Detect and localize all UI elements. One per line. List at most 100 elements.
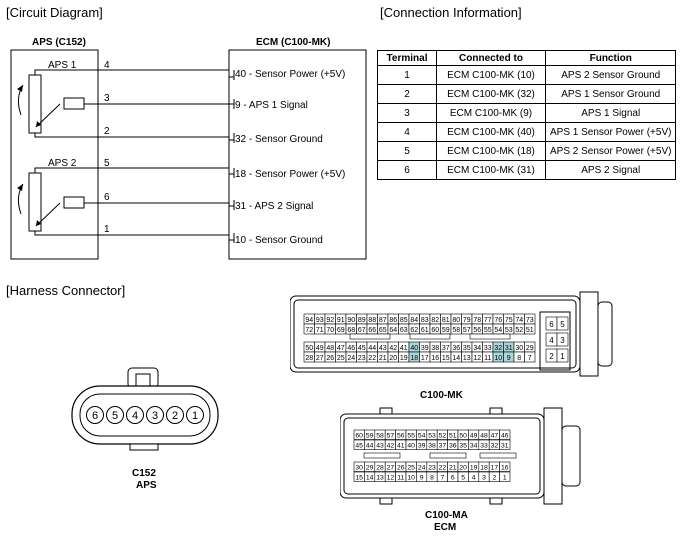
mk-pin-label: 60 (431, 327, 439, 334)
mk-pin-label: 64 (389, 327, 397, 334)
ma-pin-label: 11 (397, 475, 404, 482)
ma-pin-label: 12 (387, 475, 395, 482)
aps-pin-5: 5 (104, 158, 110, 169)
mk-pin-label: 66 (368, 327, 376, 334)
ma-pin-label: 23 (428, 465, 436, 472)
mk-pin-label: 67 (358, 327, 366, 334)
table-header: Connected to (436, 50, 546, 66)
ma-pin-label: 57 (387, 433, 395, 440)
aps-pin-2: 2 (104, 126, 110, 137)
mk-pin-label: 68 (347, 327, 355, 334)
mk-pin-label: 52 (515, 327, 523, 334)
mk-pin-label: 16 (431, 355, 439, 362)
ma-pin-label: 33 (480, 443, 488, 450)
ma-pin-label: 27 (387, 465, 395, 472)
ma-pin-label: 39 (418, 443, 426, 450)
ma-pin-label: 22 (439, 465, 447, 472)
mk-pin-label: 43 (379, 345, 387, 352)
mk-side-pin-label: 6 (549, 320, 554, 329)
ma-pin-label: 44 (366, 443, 374, 450)
ma-pin-label: 47 (491, 433, 499, 440)
mk-pin-label: 78 (473, 317, 481, 324)
ma-pin-label: 16 (501, 465, 509, 472)
mk-pin-label: 80 (452, 317, 460, 324)
ma-pin-label: 7 (441, 475, 445, 482)
mk-pin-label: 83 (421, 317, 429, 324)
aps1-signal-block (63, 97, 85, 110)
c152-pin (186, 406, 204, 424)
ecm-pin-label: 40 - Sensor Power (+5V) (235, 69, 345, 80)
mk-pin-label: 8 (517, 355, 521, 362)
ecm-pin-label: 18 - Sensor Power (+5V) (235, 169, 345, 180)
mk-pin-label: 87 (379, 317, 387, 324)
mk-pin-label: 39 (421, 345, 429, 352)
ma-pin-label: 1 (503, 475, 507, 482)
table-header: Terminal (377, 50, 437, 66)
mk-pin-label: 13 (463, 355, 471, 362)
mk-pin-label: 63 (400, 327, 408, 334)
mk-pin-label: 86 (389, 317, 397, 324)
mk-pin-label: 50 (305, 345, 313, 352)
circuit-diagram: 4 3 2 5 6 1 APS 1 APS 2 40 - Sensor Powe… (10, 49, 367, 260)
mk-pin-label: 34 (473, 345, 481, 352)
mk-side-pin-label: 1 (560, 352, 565, 361)
mk-pin-label: 29 (526, 345, 534, 352)
ecm-component-title: ECM (C100-MK) (256, 37, 331, 48)
ma-pin-label: 28 (376, 465, 384, 472)
c152-pin (146, 406, 164, 424)
ma-pin-cell (499, 429, 511, 440)
ma-pin-label: 30 (355, 465, 363, 472)
aps2-signal-block (63, 196, 85, 209)
aps1-label: APS 1 (48, 60, 77, 71)
ma-pin-label: 10 (407, 475, 415, 482)
aps2-bottom-lead (34, 231, 98, 236)
mk-pin-label: 45 (358, 345, 366, 352)
mk-pin-label: 15 (442, 355, 450, 362)
ma-connector-sub: ECM (434, 522, 457, 533)
ma-pin-label: 53 (428, 433, 436, 440)
mk-pin-label: 85 (400, 317, 408, 324)
mk-pin-label: 88 (368, 317, 376, 324)
aps1-top-lead (34, 69, 98, 75)
ma-pin-label: 20 (459, 465, 467, 472)
mk-side-pin (556, 332, 569, 347)
ma-connector-name: C100-MA (425, 510, 468, 521)
ma-pin-label: 45 (355, 443, 363, 450)
aps1-bottom-lead (34, 133, 98, 138)
ma-pin-label: 3 (482, 475, 486, 482)
mk-pin-label: 7 (528, 355, 532, 362)
mk-pin-label: 89 (358, 317, 366, 324)
mk-pin-label: 93 (316, 317, 324, 324)
ma-pin-label: 31 (501, 443, 509, 450)
ma-pin-label: 59 (366, 433, 374, 440)
ma-pin-label: 24 (418, 465, 426, 472)
aps1-wiper (35, 103, 61, 128)
aps-pin-3: 3 (104, 93, 110, 104)
mk-pin-label: 9 (507, 355, 511, 362)
mk-connector-name: C100-MK (420, 390, 463, 401)
aps2-wiper (35, 202, 61, 227)
c152-name: C152 (132, 468, 156, 479)
mk-pin-label: 65 (379, 327, 387, 334)
mk-pin-label: 69 (337, 327, 345, 334)
mk-pin-label: 38 (431, 345, 439, 352)
ma-pin-label: 4 (472, 475, 476, 482)
mk-pin-label: 74 (515, 317, 523, 324)
aps2-label: APS 2 (48, 158, 77, 169)
aps-pin-1: 1 (104, 224, 110, 235)
mk-pin-label: 36 (452, 345, 460, 352)
mk-pin-label: 61 (421, 327, 429, 334)
ma-pin-label: 26 (397, 465, 405, 472)
mk-pin-label: 77 (484, 317, 492, 324)
ma-pin-label: 34 (470, 443, 478, 450)
c152-pin-label: 6 (92, 410, 98, 422)
mk-pin-label: 53 (505, 327, 513, 334)
mk-side-pin-label: 3 (560, 336, 565, 345)
